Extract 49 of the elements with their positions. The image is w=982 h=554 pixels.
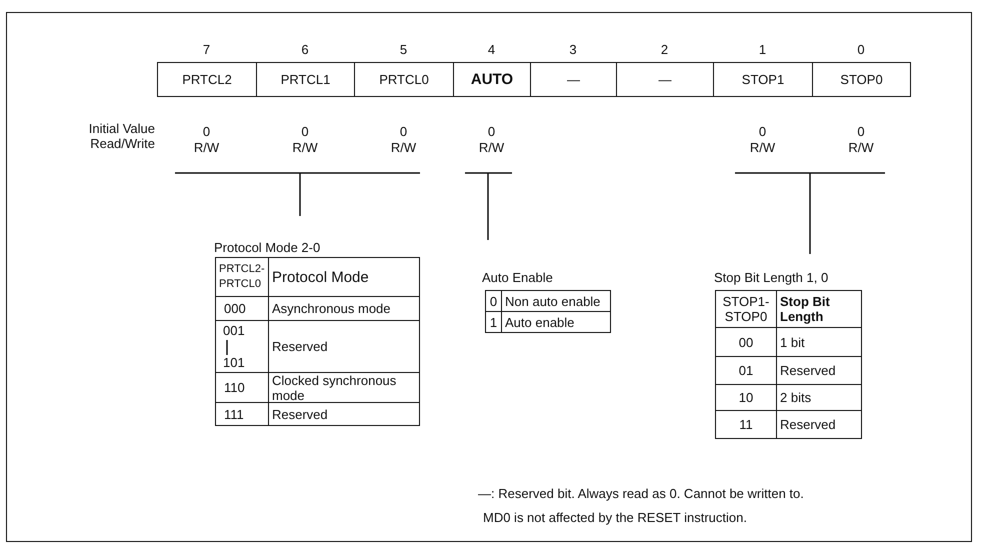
- bit-field-name: —: [530, 62, 617, 97]
- bit-number: 0: [856, 42, 866, 57]
- table-cell: Non auto enable: [501, 290, 611, 312]
- initial-value: 0: [856, 124, 866, 139]
- access-type: R/W: [390, 140, 418, 155]
- row-label: Initial Value: [88, 121, 155, 136]
- table-header: Stop Bit Length: [776, 290, 862, 328]
- table-cell: 0: [485, 290, 502, 312]
- access-type: R/W: [192, 140, 220, 155]
- table-title: Auto Enable: [482, 270, 553, 285]
- table-cell: Reserved: [776, 410, 862, 439]
- bit-field-name: STOP0: [812, 62, 911, 97]
- row-label: Read/Write: [89, 136, 155, 151]
- initial-value: 0: [758, 124, 768, 139]
- table-cell: Auto enable: [501, 311, 611, 333]
- table-cell: 11: [715, 410, 777, 439]
- footnote: —: Reserved bit. Always read as 0. Cannot be written to.: [478, 486, 804, 501]
- table-cell: Reserved: [268, 402, 420, 426]
- access-type: R/W: [748, 140, 776, 155]
- access-type: R/W: [291, 140, 319, 155]
- bit-number: 2: [660, 42, 670, 57]
- table-title: Stop Bit Length 1, 0: [714, 270, 828, 285]
- initial-value: 0: [398, 124, 408, 139]
- bit-field-name: PRTCL2: [157, 62, 257, 97]
- bit-number: 4: [486, 42, 496, 57]
- table-header: STOP1- STOP0: [715, 290, 777, 328]
- table-title: Protocol Mode 2-0: [214, 240, 320, 255]
- bit-number: 3: [568, 42, 578, 57]
- range-end-value: 101: [223, 355, 245, 370]
- table-header: Protocol Mode: [268, 257, 420, 297]
- bit-field-name: PRTCL0: [354, 62, 454, 97]
- footnote: MD0 is not affected by the RESET instruction.: [483, 510, 747, 525]
- initial-value: 0: [300, 124, 310, 139]
- bit-number: 6: [300, 42, 310, 57]
- initial-value: 0: [202, 124, 212, 139]
- initial-value: 0: [486, 124, 496, 139]
- bit-field-name: PRTCL1: [256, 62, 355, 97]
- table-header: PRTCL2- PRTCL0: [215, 257, 269, 297]
- bit-number: 1: [758, 42, 768, 57]
- bit-number: 7: [202, 42, 212, 57]
- bit-field-name: STOP1: [713, 62, 813, 97]
- access-type: R/W: [847, 140, 875, 155]
- bit-field-name: AUTO: [453, 62, 531, 97]
- bit-field-name: —: [616, 62, 714, 97]
- table-cell: 111: [215, 402, 269, 426]
- table-cell: 1: [485, 311, 502, 333]
- range-start-value: 001: [223, 323, 245, 338]
- bit-number: 5: [398, 42, 408, 57]
- access-type: R/W: [478, 140, 506, 155]
